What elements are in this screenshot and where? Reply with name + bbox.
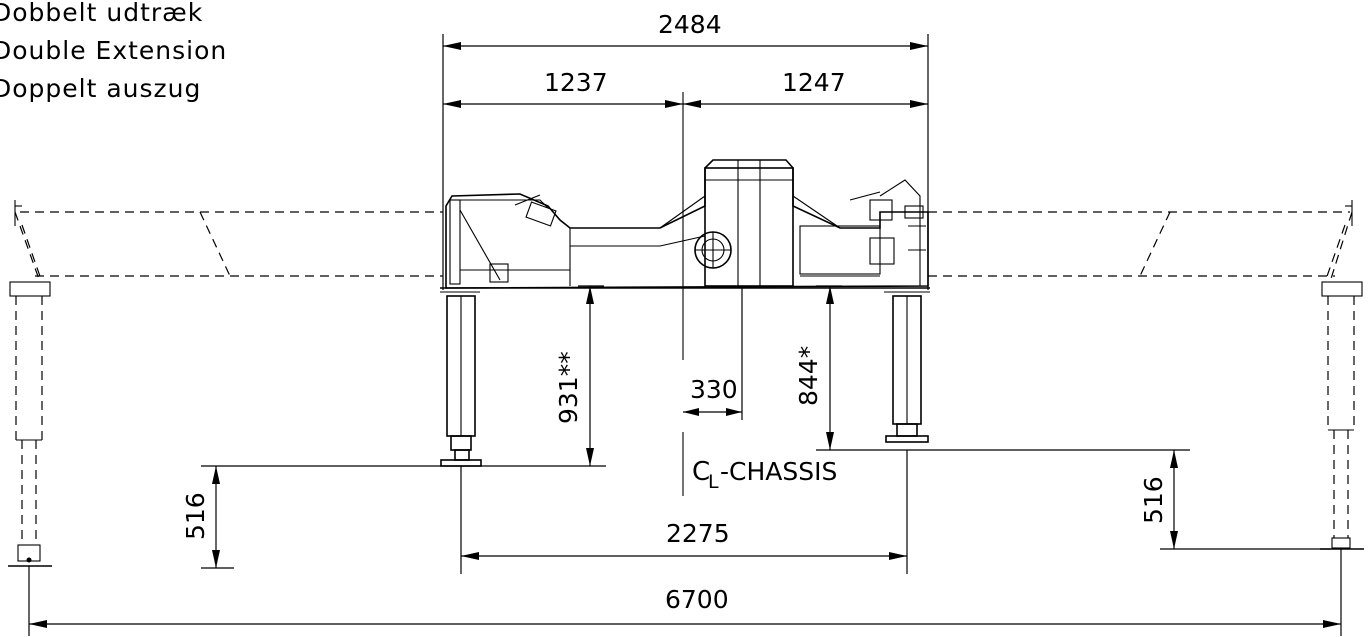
dimension-right-outer-drop: 516 [1139,450,1330,550]
dim-text-outer-leg-span: 6700 [665,585,729,614]
centerline-label-symbol: C [692,457,710,487]
dimension-center-offset: 330 [683,286,743,420]
crane-base-body [440,159,930,293]
title-german: Doppelt auszug [0,74,202,103]
dim-text-overall-width: 2484 [658,10,722,39]
dimension-overall-width: 2484 [442,10,929,290]
left-inner-leg [440,295,482,467]
right-outer-stabilizer [1320,200,1364,550]
dim-text-right-outer-drop: 516 [1139,476,1168,524]
centerline-label-subscript: L [708,471,719,493]
title-block: Dobbelt udtræk Double Extension Doppelt … [0,0,292,108]
centerline-label-text: -CHASSIS [720,457,837,486]
chassis-centerline: C L -CHASSIS [682,92,837,496]
dim-text-right-half: 1247 [782,68,846,97]
title-english: Double Extension [0,36,228,65]
left-outer-stabilizer [8,200,52,567]
dimension-halves: 1237 1247 [443,68,928,108]
dimension-left-leg-height: 931** [201,285,606,467]
extended-beams-dashed [14,211,1353,283]
right-inner-leg [885,295,929,443]
title-danish: Dobbelt udtræk [0,0,204,27]
dim-text-right-leg-height: 844* [794,346,823,406]
dim-text-left-half: 1237 [544,68,608,97]
dim-text-left-leg-height: 931** [554,351,583,424]
dimension-inner-leg-span: 2275 [460,450,908,574]
dim-text-center-offset: 330 [690,375,738,404]
dim-text-inner-leg-span: 2275 [666,519,730,548]
dim-text-left-outer-drop: 516 [181,492,210,540]
dimension-right-leg-height: 844* [794,285,1190,451]
dimension-left-outer-drop: 516 [181,466,234,569]
dimension-outer-leg-span: 6700 [28,549,1342,636]
